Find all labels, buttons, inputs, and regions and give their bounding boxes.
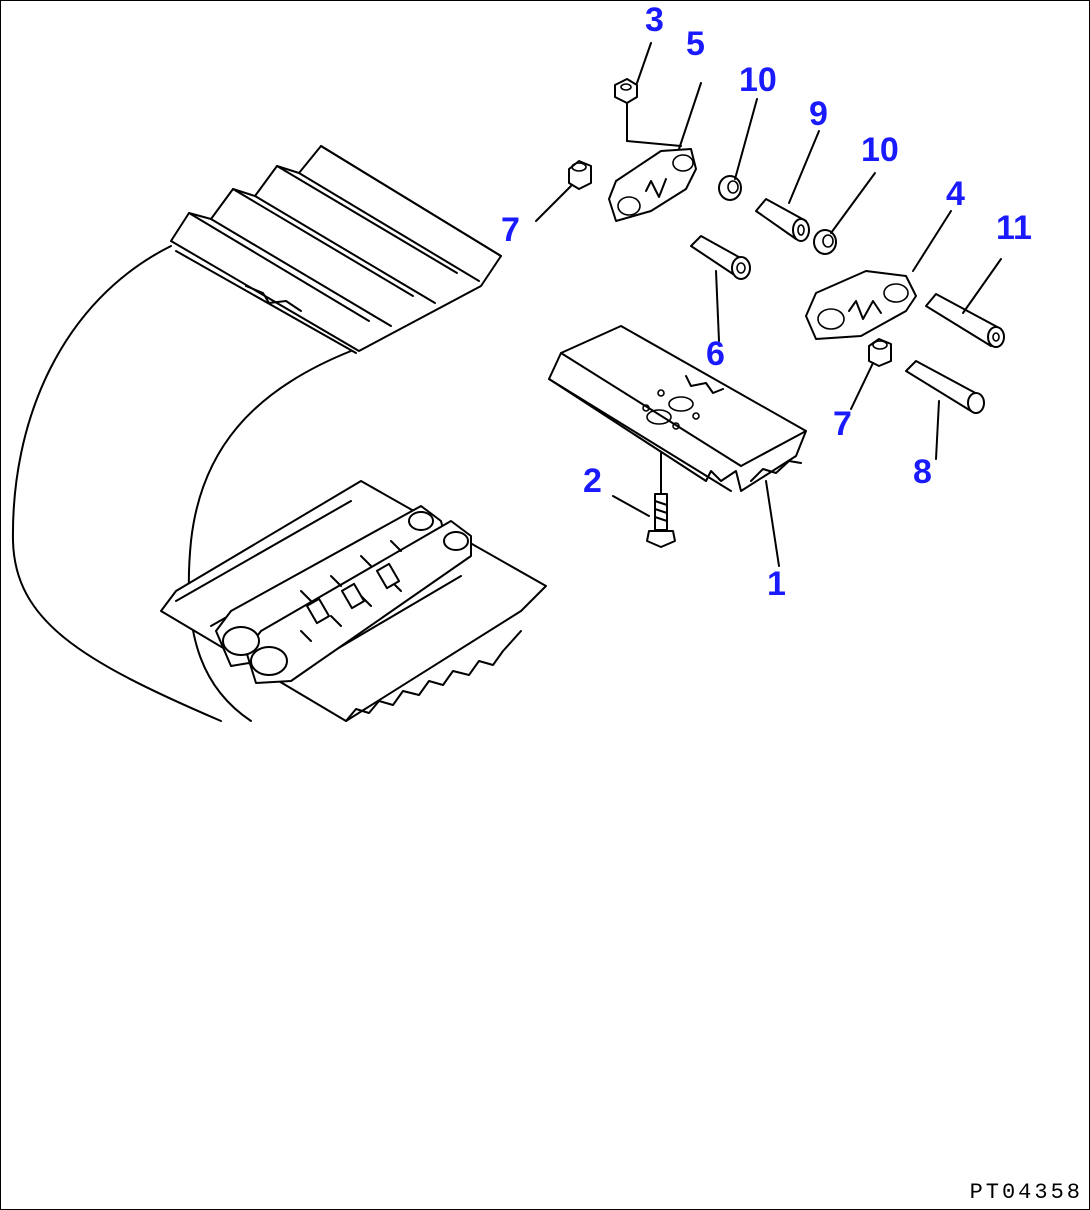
part-5-link [608,140,697,222]
part-7-spacer-upper [568,160,592,190]
part-2-bolt [646,452,676,548]
part-10-seal-lower [813,229,837,255]
callout-9: 9 [809,95,828,133]
callout-6: 6 [706,335,725,373]
upper-track-shoes [170,145,502,354]
callout-1: 1 [767,565,786,603]
part-10-seal-upper [718,175,742,201]
callout-7-upper: 7 [501,211,520,249]
callout-7-lower: 7 [833,405,852,443]
callout-5: 5 [686,25,705,63]
part-6-bushing [690,235,751,280]
callout-10-lower: 10 [861,131,899,169]
part-11-pin [925,293,1005,348]
track-belt [11,245,352,722]
lower-track-assembly [160,480,547,722]
callout-2: 2 [583,462,602,500]
callout-8: 8 [913,453,932,491]
callout-3: 3 [645,1,664,39]
callout-10-upper: 10 [739,61,777,99]
part-8-pin [905,360,985,414]
callout-11: 11 [996,209,1032,247]
drawing-code: PT04358 [969,1180,1083,1205]
part-9-bushing [755,198,810,242]
part-7-spacer-lower [868,338,892,367]
part-4-link [805,270,917,340]
part-1-track-shoe [548,325,807,492]
part-3-nut [614,78,638,142]
callout-4: 4 [946,175,965,213]
leader-lines [535,42,1002,567]
